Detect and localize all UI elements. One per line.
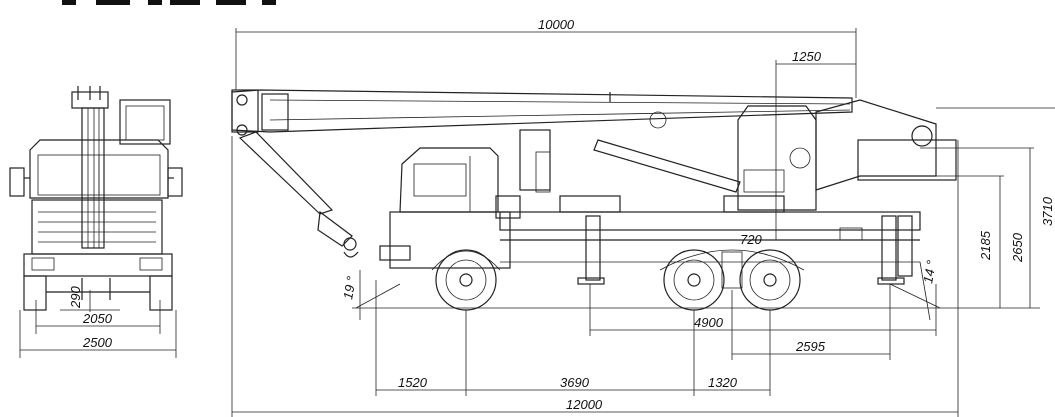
wheelbase-rear-label: 1320	[708, 375, 738, 390]
departure-angle-label: 14 °	[920, 259, 939, 285]
rear-outrigger-label: 2595	[795, 339, 826, 354]
front-view	[9, 86, 183, 311]
overall-width-label: 2500	[82, 335, 113, 350]
front-view-dimensions	[19, 290, 177, 358]
height-cab-label: 2185	[978, 230, 993, 261]
overall-length-label: 12000	[566, 397, 603, 412]
ground-clearance-label: 290	[68, 286, 83, 309]
height-overall-label: 3710	[1040, 196, 1055, 226]
front-overhang-label: 1520	[398, 375, 428, 390]
boom-offset-label: 1250	[792, 49, 822, 64]
heading-fragment	[62, 0, 276, 5]
side-view-dimensions	[231, 28, 1055, 417]
track-width-label: 2050	[82, 311, 113, 326]
height-body-label: 2650	[1010, 232, 1025, 263]
wheelbase-front-label: 3690	[560, 375, 590, 390]
outrigger-base-label: 4900	[694, 315, 724, 330]
side-view	[231, 89, 957, 311]
turntable-offset-label: 720	[740, 232, 762, 247]
approach-angle-label: 19 °	[340, 275, 359, 301]
boom-length-label: 10000	[538, 17, 575, 32]
